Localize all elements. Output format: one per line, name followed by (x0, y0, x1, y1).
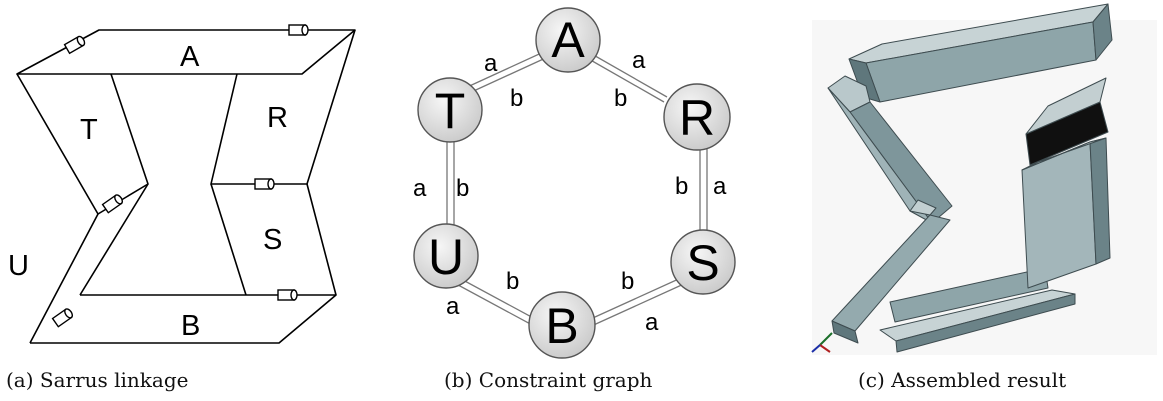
edge-label-bs-b: b (621, 268, 634, 295)
label-t: T (80, 114, 98, 146)
assembled-result-render (800, 0, 1163, 365)
node-b: B (545, 298, 578, 354)
node-t-circle (417, 77, 483, 143)
edge-label-ta-b: b (510, 85, 523, 112)
edge-label-rs-a: a (713, 173, 727, 200)
edge-label-ar-b: b (614, 85, 627, 112)
node-a: A (551, 12, 585, 68)
edge-label-ub-b: b (506, 268, 519, 295)
node-u-circle (413, 223, 479, 289)
edge-label-tu-b: b (456, 175, 469, 202)
label-a: A (180, 41, 200, 73)
caption-c: (c) Assembled result (858, 368, 1067, 392)
edge-label-ub-a: a (446, 293, 460, 320)
node-u: U (428, 229, 464, 285)
label-b: B (181, 310, 200, 342)
label-r: R (267, 102, 288, 134)
constraint-graph: A T R U S B a b a b a b b a b a b a (413, 7, 736, 359)
node-a-circle (535, 7, 601, 73)
plate-b (30, 294, 337, 344)
caption-b: (b) Constraint graph (444, 368, 653, 392)
edge-label-rs-b: b (675, 173, 688, 200)
node-s: S (686, 235, 719, 291)
node-r-circle (663, 83, 731, 151)
label-u: U (8, 250, 29, 282)
node-s-circle (670, 229, 736, 295)
edge-label-ta-a: a (484, 50, 498, 77)
sarrus-linkage-diagram: A T R S U B (8, 24, 356, 344)
label-s: S (263, 224, 282, 256)
hinges (51, 24, 309, 328)
graph-edges (446, 43, 708, 334)
axis-triad (811, 332, 833, 353)
plate-u (29, 183, 149, 344)
node-r: R (679, 90, 715, 146)
edge-label-tu-a: a (413, 175, 427, 202)
caption-a: (a) Sarrus linkage (6, 368, 189, 392)
edge-label-ar-a: a (632, 47, 646, 74)
node-t: T (435, 83, 466, 139)
plate-s (210, 183, 337, 296)
graph-nodes (413, 7, 736, 359)
plate-t (16, 73, 149, 215)
node-b-circle (528, 291, 596, 359)
edge-label-bs-a: a (645, 309, 659, 336)
